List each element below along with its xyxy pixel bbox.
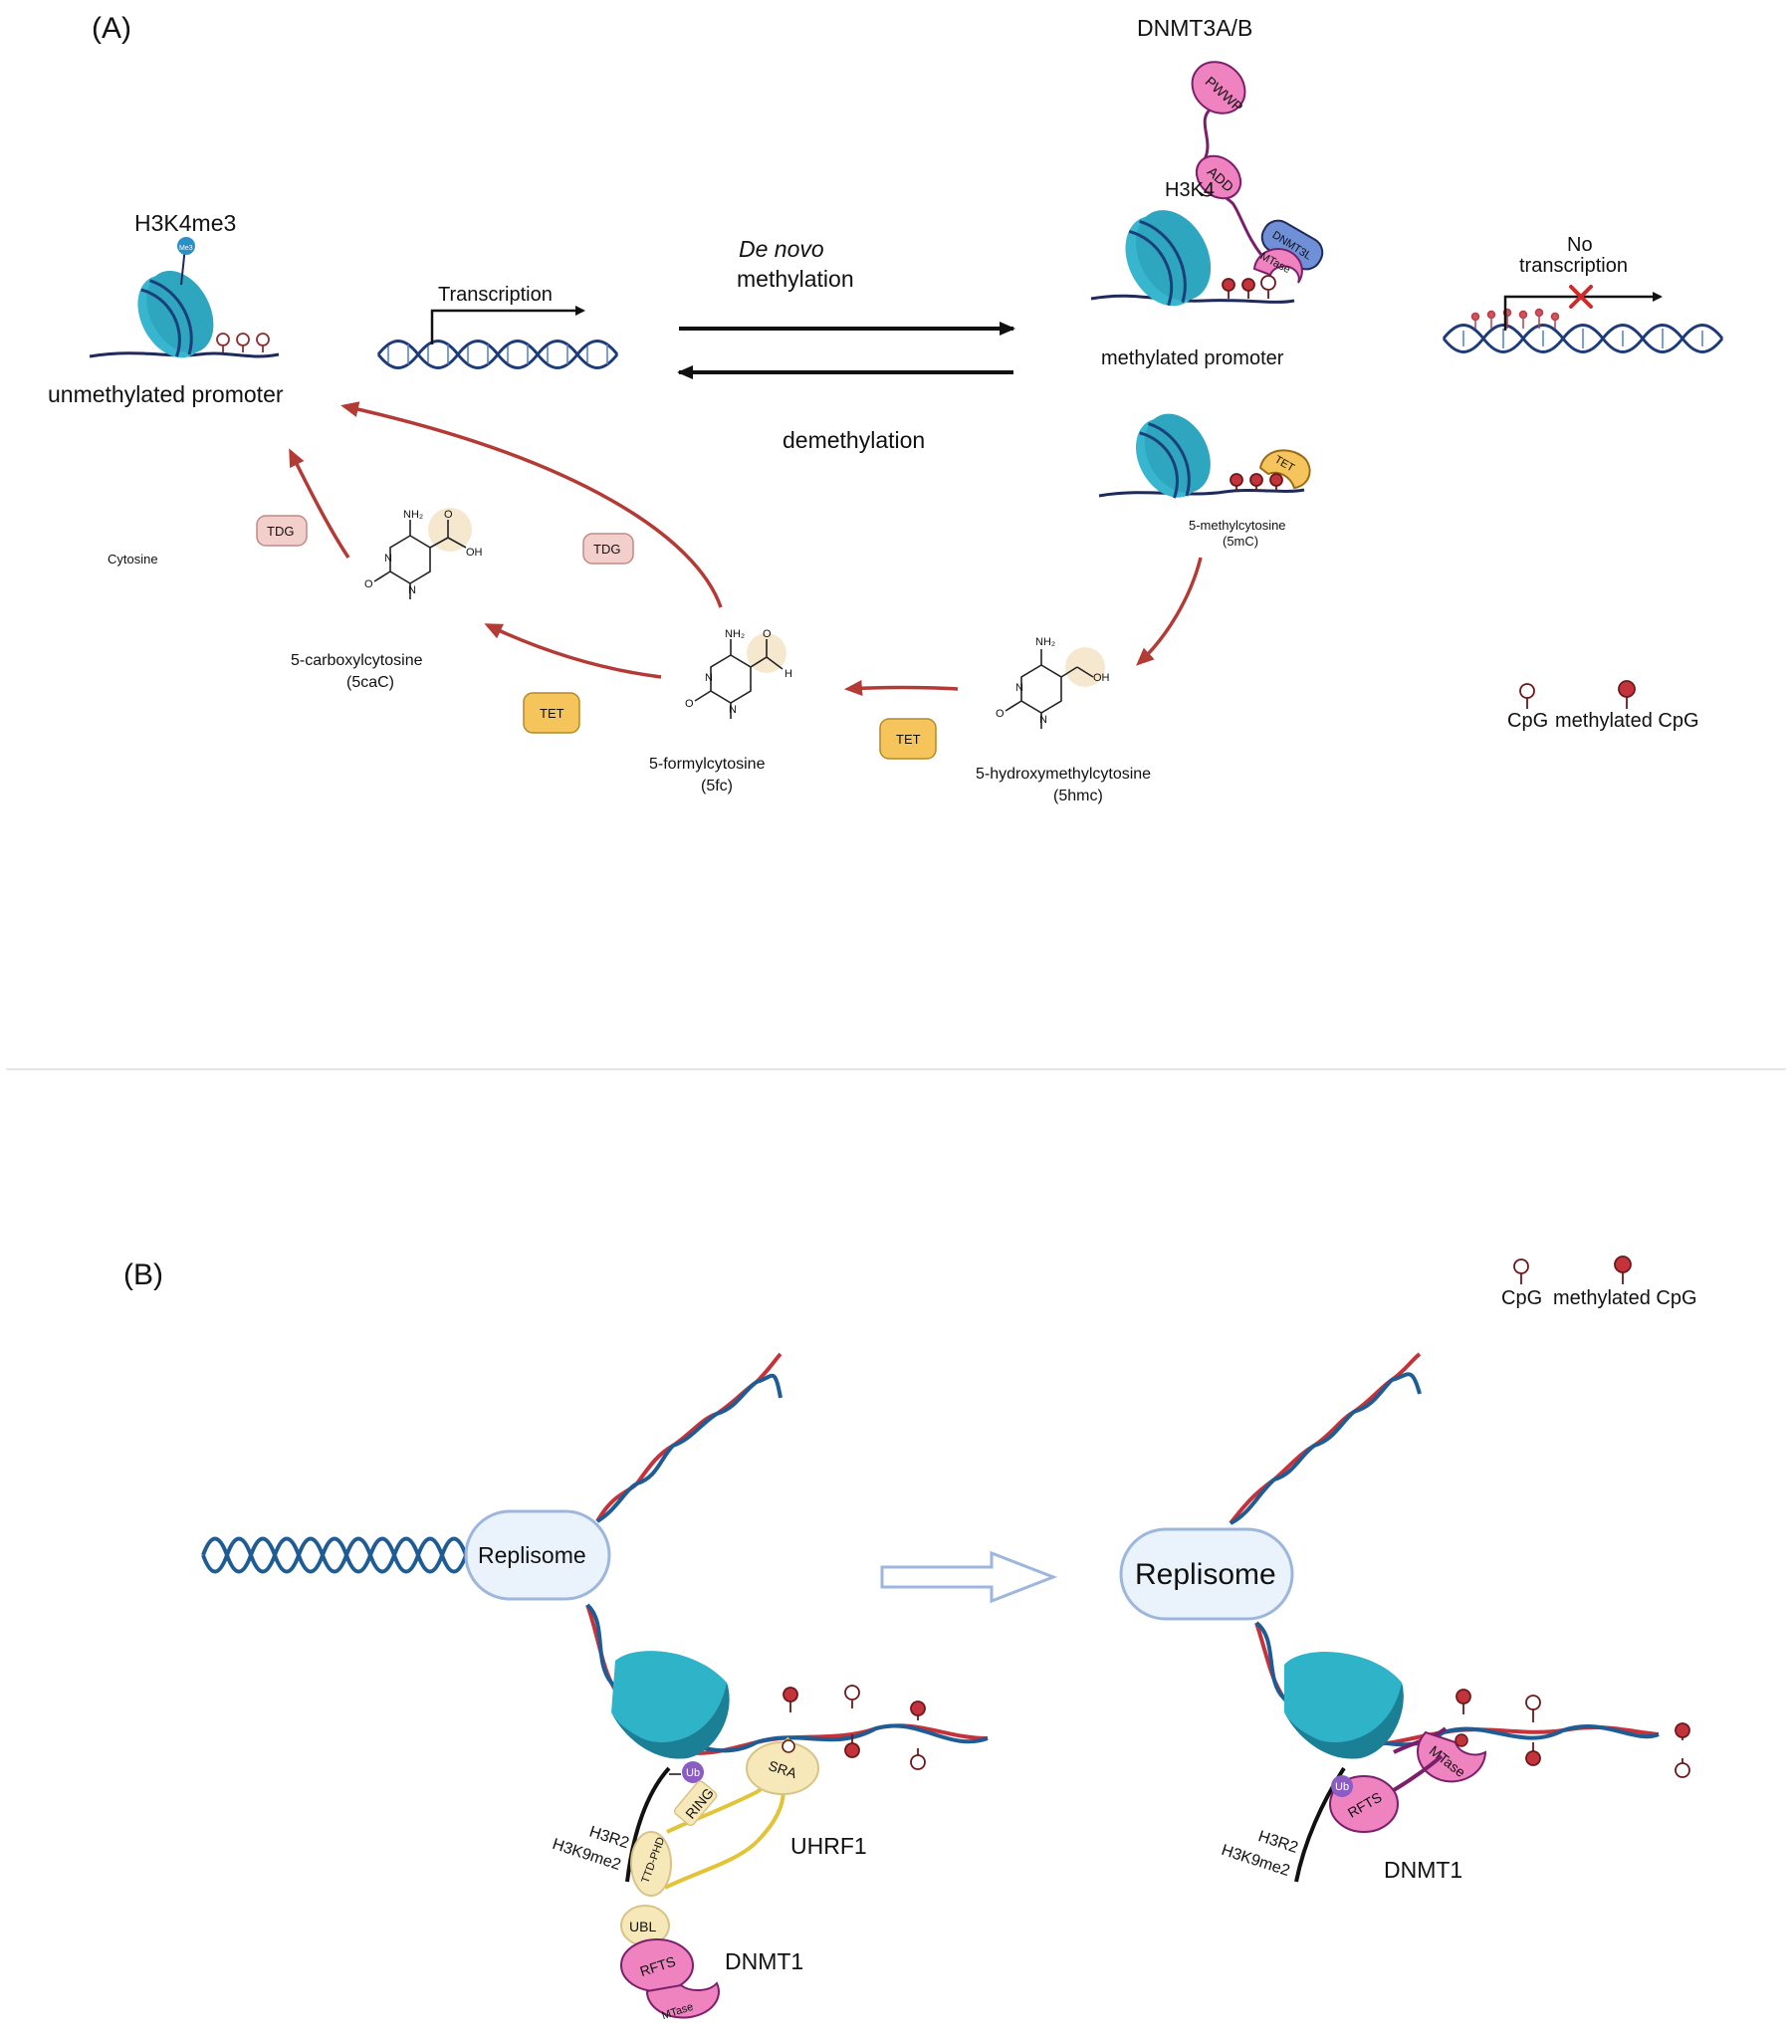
structure-5hmc: NH₂ OH N N O	[996, 636, 1110, 729]
no-label: No	[1567, 234, 1593, 256]
tet-enzyme-2-label: TET	[896, 732, 921, 747]
5fc-o: O	[763, 628, 772, 640]
tet-enzyme-2: TET	[879, 718, 937, 760]
transition-arrow	[880, 1550, 1058, 1604]
ub-tag-right: Ub	[1335, 1781, 1349, 1793]
lower-daughter-helix-left	[585, 1603, 989, 1755]
ubl-domain: UBL	[629, 1919, 656, 1934]
no-transcription-label: transcription	[1519, 255, 1628, 277]
panel-b-label: (B)	[123, 1258, 163, 1291]
cpg-sites-b-right	[1456, 1689, 1690, 1778]
h3k4-label: H3K4	[1165, 179, 1215, 201]
tet-nucleosome: TET	[1098, 413, 1311, 499]
5hmc-oh: OH	[1093, 672, 1110, 684]
five-hmc-label: 5-hydroxymethylcytosine	[976, 766, 1151, 783]
dnmt1-complex-right: MTase RFTS Ub	[1294, 1726, 1487, 1883]
5hmc-nh2: NH₂	[1035, 636, 1055, 648]
upper-daughter-helix-right	[1229, 1352, 1422, 1525]
panel-a-label: (A)	[92, 12, 131, 45]
5fc-n1: N	[729, 704, 737, 716]
nucleosome-b-right	[1284, 1652, 1404, 1759]
dnmt3-complex: PWWP ADD H3K4 DNMT3L MTase	[1090, 61, 1324, 307]
nucleosome-b-left	[611, 1651, 730, 1759]
tdg-enzyme-2-label: TDG	[593, 542, 620, 557]
legend-b-cpg: CpG	[1501, 1287, 1542, 1309]
structure-5fc: NH₂ O H N N O	[685, 628, 792, 719]
replisome-left-label: Replisome	[478, 1542, 586, 1568]
five-mc-label: 5-methylcytosine	[1189, 518, 1286, 533]
uhrf1-complex: SRA Ub RING TTD-PHD UBL RFTS MTase	[620, 1736, 819, 2022]
five-fc-abbr: (5fc)	[701, 778, 733, 795]
cytosine-label: Cytosine	[108, 552, 158, 567]
five-cac-label: 5-carboxylcytosine	[291, 652, 423, 669]
dnmt3ab-title: DNMT3A/B	[1137, 15, 1252, 41]
unmethylated-cpg-sites	[216, 333, 270, 352]
replisome-right-label: Replisome	[1135, 1558, 1276, 1591]
me3-badge-dot	[177, 237, 195, 255]
legend-a: CpG methylated CpG	[1507, 680, 1699, 732]
dnmt1-label-right: DNMT1	[1384, 1857, 1462, 1883]
unmethylated-nucleosome: Me3	[89, 237, 280, 358]
block-cross-icon	[1569, 285, 1593, 309]
dnmt1-label-left: DNMT1	[725, 1948, 803, 1974]
structure-5cac: NH₂ O OH N N O	[364, 508, 483, 599]
methylated-promoter-label: methylated promoter	[1101, 347, 1284, 369]
5cac-n1: N	[408, 584, 416, 596]
legend-b: CpG methylated CpG	[1501, 1255, 1697, 1309]
5cac-o: O	[444, 509, 453, 521]
replisome-left: Replisome	[464, 1509, 611, 1601]
5fc-o2: O	[685, 698, 694, 710]
legend-a-cpg: CpG	[1507, 710, 1548, 732]
legend-a-mcpg: methylated CpG	[1555, 710, 1699, 732]
5cac-o2: O	[364, 578, 373, 590]
tdg-enzyme-2: TDG	[582, 533, 634, 565]
de-novo-label: De novo	[739, 236, 824, 262]
five-fc-label: 5-formylcytosine	[649, 756, 766, 773]
5hmc-o2: O	[996, 708, 1005, 720]
5cac-oh: OH	[466, 547, 483, 559]
silenced-dna-helix	[1442, 308, 1724, 353]
methylation-label: methylation	[737, 266, 854, 292]
5fc-nh2: NH₂	[725, 628, 745, 640]
5hmc-n3: N	[1015, 682, 1023, 694]
uhrf1-label: UHRF1	[790, 1833, 867, 1859]
5cac-nh2: NH₂	[403, 509, 423, 521]
tet-enzyme-1-label: TET	[540, 706, 564, 721]
5cac-n3: N	[384, 553, 392, 565]
blocked-transcription-arrow	[1503, 292, 1663, 331]
tet-enzyme-1: TET	[523, 692, 580, 734]
tdg-enzyme-1-label: TDG	[267, 524, 294, 539]
me3-badge-label: Me3	[179, 245, 193, 252]
replisome-right: Replisome	[1119, 1527, 1294, 1621]
h3k4me3-label: H3K4me3	[134, 210, 236, 236]
five-hmc-abbr: (5hmc)	[1053, 788, 1103, 804]
ub-tag-left: Ub	[686, 1767, 700, 1779]
transcribed-dna-helix	[376, 340, 619, 369]
parental-dna-helix	[201, 1536, 468, 1574]
5hmc-n1: N	[1039, 714, 1047, 726]
unmethylated-promoter-label: unmethylated promoter	[48, 381, 284, 407]
oxidation-pathway-arrows	[289, 401, 1203, 696]
tdg-enzyme-1: TDG	[256, 515, 308, 547]
h3r2-label-right: H3R2	[1256, 1828, 1300, 1857]
five-mc-abbr: (5mC)	[1223, 534, 1258, 549]
transcription-label: Transcription	[438, 284, 553, 306]
five-cac-abbr: (5caC)	[346, 674, 394, 691]
demethylation-label: demethylation	[783, 427, 925, 453]
transcription-arrow	[430, 306, 585, 344]
legend-b-mcpg: methylated CpG	[1553, 1287, 1697, 1309]
5fc-h: H	[784, 668, 792, 680]
5fc-n3: N	[705, 672, 713, 684]
upper-daughter-helix-left	[595, 1352, 783, 1523]
